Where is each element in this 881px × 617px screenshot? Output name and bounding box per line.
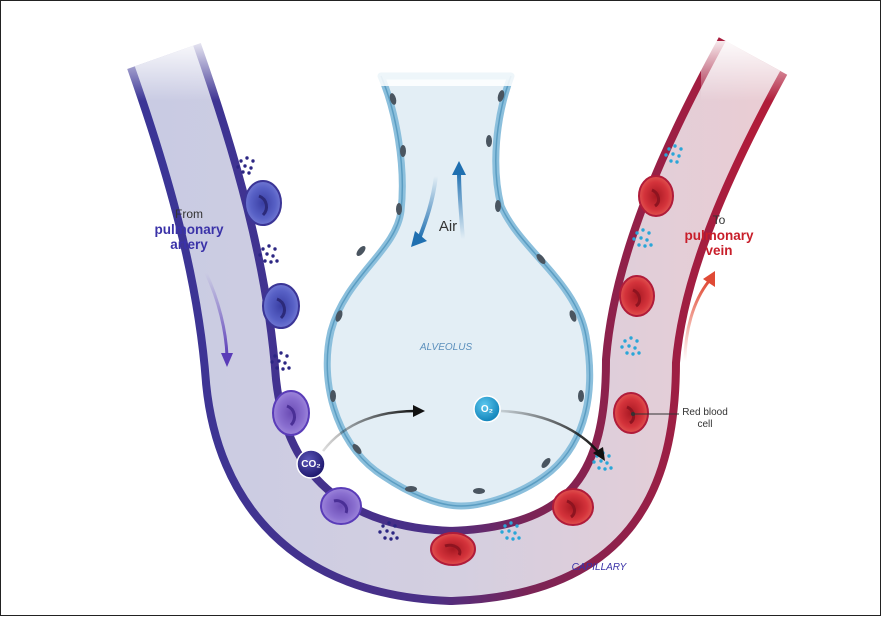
- air-label: Air: [433, 219, 463, 234]
- to-pulmonary-vein-label: To pulmonary vein: [671, 213, 767, 258]
- rbc-oxy: [431, 533, 475, 565]
- rbc-oxy: [639, 176, 673, 216]
- rbc-oxy: [614, 393, 648, 433]
- from-line2: artery: [141, 237, 237, 252]
- rbc-deoxy: [263, 284, 299, 328]
- rbc-deoxy: [245, 181, 281, 225]
- to-line2: vein: [671, 243, 767, 258]
- to-line1: pulmonary: [671, 228, 767, 243]
- capillary-label: CAPILLARY: [554, 560, 644, 575]
- rbc-line2: cell: [675, 419, 735, 431]
- from-prefix: From: [141, 207, 237, 222]
- co2-label: CO₂: [297, 457, 325, 472]
- rbc-oxy: [620, 276, 654, 316]
- o2-label: O₂: [474, 402, 500, 417]
- from-pulmonary-artery-label: From pulmonary artery: [141, 207, 237, 252]
- rbc-line1: Red blood: [675, 407, 735, 419]
- rbc-deoxy: [273, 391, 309, 435]
- alveolus: [327, 56, 589, 506]
- rbc-deoxy: [321, 488, 361, 524]
- to-prefix: To: [671, 213, 767, 228]
- from-line1: pulmonary: [141, 222, 237, 237]
- alveolus-label: ALVEOLUS: [401, 340, 491, 355]
- red-blood-cell-label: Red blood cell: [675, 407, 735, 431]
